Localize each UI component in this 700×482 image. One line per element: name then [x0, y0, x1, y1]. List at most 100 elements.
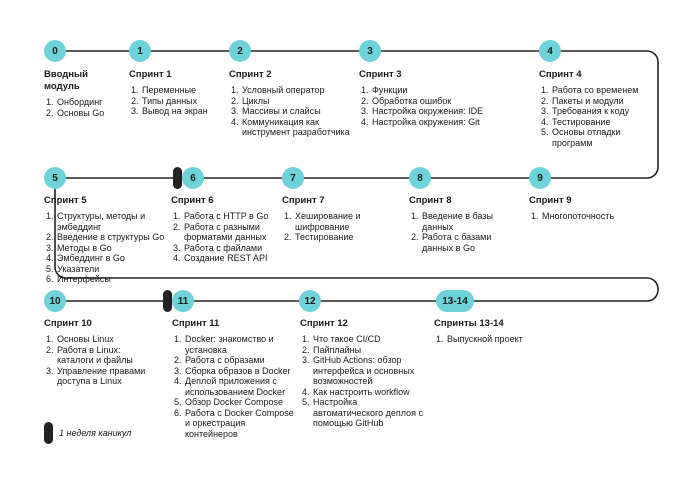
stage-2: Спринт 2 Условный операторЦиклыМассивы и…	[229, 69, 354, 138]
stage-title: Спринт 8	[409, 195, 452, 206]
stage-topic-list: Структуры, методы и эмбеддингВведение в …	[44, 211, 169, 285]
stage-node-4: 4	[539, 40, 561, 62]
stage-title: Спринт 4	[539, 69, 582, 80]
stage-topic-list: Работа с HTTP в GoРабота с разными форма…	[171, 211, 277, 264]
stage-node-8: 8	[409, 167, 431, 189]
stage-7: Спринт 7 Хеширование и шифрованиеТестиро…	[282, 195, 402, 243]
stage-topic-list: Docker: знакомство и установкаРабота с о…	[172, 334, 296, 439]
stage-node-12: 12	[299, 290, 321, 312]
topic-item: Эмбеддинг в Go	[56, 253, 169, 264]
topic-item: Основы отладки программ	[551, 127, 649, 148]
stage-title: Спринт 2	[229, 69, 272, 80]
topic-item: Создание REST API	[183, 253, 277, 264]
stage-12: Спринт 12 Что такое CI/CDПайплайныGitHub…	[300, 318, 428, 429]
topic-item: Онбординг	[56, 97, 114, 108]
stage-node-13-14: 13-14	[436, 290, 474, 312]
topic-item: Работа с базами данных в Go	[421, 232, 524, 253]
break-marker-vacation	[163, 290, 172, 312]
topic-item: Коммуникация как инструмент разработчика	[241, 117, 354, 138]
topic-item: Функции	[371, 85, 534, 96]
topic-item: Пакеты и модули	[551, 96, 649, 107]
topic-item: Настройка окружения: IDE	[371, 106, 534, 117]
topic-item: Обзор Docker Compose	[184, 397, 296, 408]
stage-8: Спринт 8 Введение в базы данныхРабота с …	[409, 195, 524, 253]
stage-1: Спринт 1 ПеременныеТипы данныхВывод на э…	[129, 69, 224, 117]
topic-item: Управление правами доступа в Linux	[56, 366, 159, 387]
topic-item: Типы данных	[141, 96, 224, 107]
stage-title: Спринт 11	[172, 318, 220, 329]
stage-node-3: 3	[359, 40, 381, 62]
topic-item: Интерфейсы	[56, 274, 169, 285]
stage-topic-list: Введение в базы данныхРабота с базами да…	[409, 211, 524, 253]
stage-topic-list: ФункцииОбработка ошибокНастройка окружен…	[359, 85, 534, 127]
topic-item: Введение в структуры Go	[56, 232, 169, 243]
topic-item: Настройка окружения: Git	[371, 117, 534, 128]
topic-item: Работа с разными форматами данных	[183, 222, 277, 243]
stage-13-14: Спринты 13-14 Выпускной проект	[434, 318, 554, 345]
stage-node-10: 10	[44, 290, 66, 312]
topic-item: Выпускной проект	[446, 334, 554, 345]
stage-node-6: 6	[182, 167, 204, 189]
topic-item: Как настроить workflow	[312, 387, 428, 398]
topic-item: Обработка ошибок	[371, 96, 534, 107]
stage-title: Спринт 6	[171, 195, 214, 206]
stage-10: Спринт 10 Основы LinuxРабота в Linux: ка…	[44, 318, 159, 387]
topic-item: Деплой приложения с использованием Docke…	[184, 376, 296, 397]
topic-item: Работа с файлами	[183, 243, 277, 254]
topic-item: Работа с Docker Compose и оркестрация ко…	[184, 408, 296, 440]
stage-topic-list: Выпускной проект	[434, 334, 554, 345]
topic-item: Хеширование и шифрование	[294, 211, 402, 232]
stage-node-5: 5	[44, 167, 66, 189]
stage-9: Спринт 9 Многопоточность	[529, 195, 649, 222]
legend: 1 неделя каникул	[44, 422, 131, 444]
topic-item: Основы Linux	[56, 334, 159, 345]
stage-title: Спринты 13-14	[434, 318, 504, 329]
topic-item: Настройка автоматического деплоя с помощ…	[312, 397, 428, 429]
topic-item: Docker: знакомство и установка	[184, 334, 296, 355]
stage-topic-list: Условный операторЦиклыМассивы и слайсыКо…	[229, 85, 354, 138]
topic-item: Структуры, методы и эмбеддинг	[56, 211, 169, 232]
stage-topic-list: Работа со временемПакеты и модулиТребова…	[539, 85, 649, 148]
topic-item: Указатели	[56, 264, 169, 275]
topic-item: Требования к коду	[551, 106, 649, 117]
stage-title: Спринт 5	[44, 195, 87, 206]
stage-topic-list: Что такое CI/CDПайплайныGitHub Actions: …	[300, 334, 428, 429]
topic-item: Условный оператор	[241, 85, 354, 96]
stage-title: Спринт 7	[282, 195, 325, 206]
stage-title: Спринт 10	[44, 318, 92, 329]
stage-0: Вводный модуль ОнбордингОсновы Go	[44, 69, 114, 118]
topic-item: Работа с HTTP в Go	[183, 211, 277, 222]
topic-item: Многопоточность	[541, 211, 649, 222]
topic-item: Массивы и слайсы	[241, 106, 354, 117]
stage-node-11: 11	[172, 290, 194, 312]
stage-topic-list: Основы LinuxРабота в Linux: каталоги и ф…	[44, 334, 159, 387]
stage-4: Спринт 4 Работа со временемПакеты и моду…	[539, 69, 649, 148]
stage-title: Спринт 3	[359, 69, 402, 80]
legend-break-marker	[44, 422, 53, 444]
stage-5: Спринт 5 Структуры, методы и эмбеддингВв…	[44, 195, 169, 285]
topic-item: Введение в базы данных	[421, 211, 524, 232]
stage-node-2: 2	[229, 40, 251, 62]
break-marker-vacation	[173, 167, 182, 189]
legend-text: 1 неделя каникул	[59, 428, 132, 438]
stage-topic-list: ОнбордингОсновы Go	[44, 97, 114, 118]
timeline-line	[54, 50, 659, 302]
topic-item: Тестирование	[551, 117, 649, 128]
topic-item: Работа с образами	[184, 355, 296, 366]
stage-11: Спринт 11 Docker: знакомство и установка…	[172, 318, 296, 439]
stage-topic-list: Хеширование и шифрованиеТестирование	[282, 211, 402, 243]
stage-6: Спринт 6 Работа с HTTP в GoРабота с разн…	[171, 195, 277, 264]
topic-item: Методы в Go	[56, 243, 169, 254]
topic-item: Вывод на экран	[141, 106, 224, 117]
topic-item: GitHub Actions: обзор интерфейса и основ…	[312, 355, 428, 387]
topic-item: Переменные	[141, 85, 224, 96]
stage-node-7: 7	[282, 167, 304, 189]
topic-item: Работа со временем	[551, 85, 649, 96]
stage-title: Спринт 9	[529, 195, 572, 206]
stage-topic-list: ПеременныеТипы данныхВывод на экран	[129, 85, 224, 117]
topic-item: Тестирование	[294, 232, 402, 243]
topic-item: Работа в Linux: каталоги и файлы	[56, 345, 159, 366]
stage-topic-list: Многопоточность	[529, 211, 649, 222]
topic-item: Сборка образов в Docker	[184, 366, 296, 377]
